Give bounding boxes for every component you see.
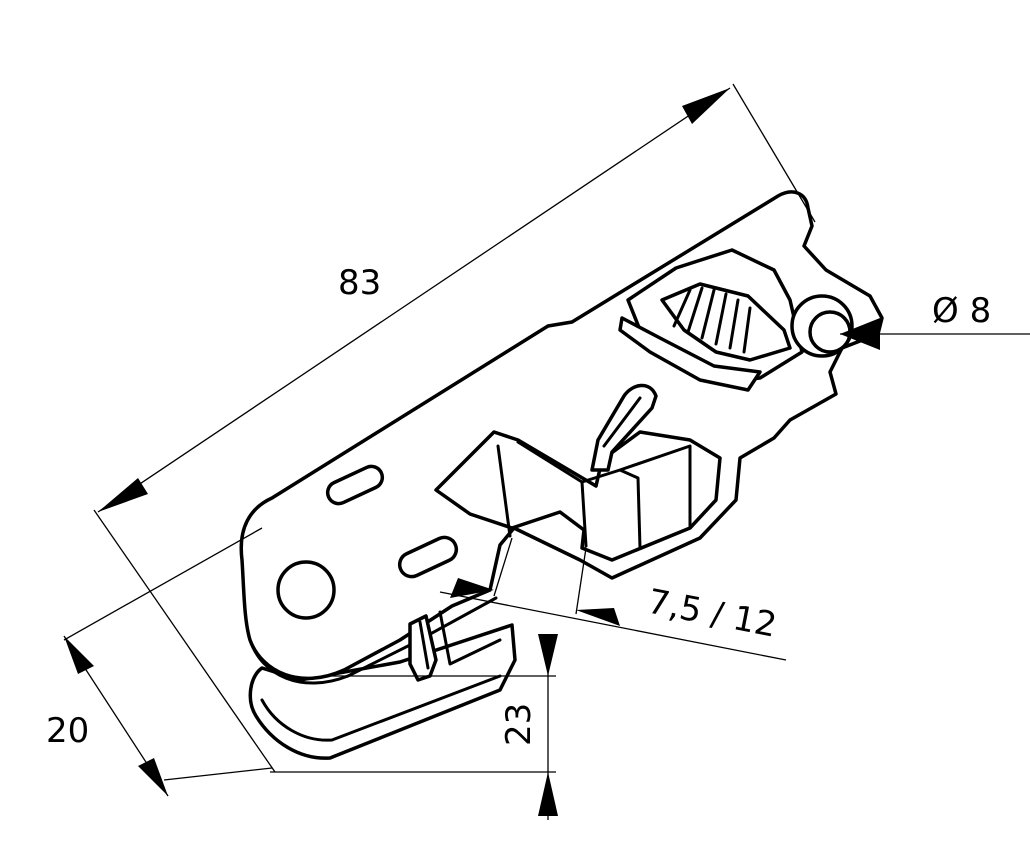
dimension-height: 23 <box>270 634 558 820</box>
arrow-length-start <box>98 478 148 512</box>
arrow-height-top <box>538 634 558 676</box>
arrow-adjust-right <box>576 608 620 626</box>
adjust-tab <box>590 383 658 472</box>
width-label: 20 <box>46 711 89 751</box>
hinge-knuckle-lines <box>418 610 502 670</box>
adjust-tab-line <box>602 396 642 448</box>
hinge-part <box>239 190 884 760</box>
slot-hole-upper <box>325 464 385 506</box>
cup-recess <box>434 430 722 562</box>
cam-slot <box>618 316 762 392</box>
cam-grip <box>660 282 792 362</box>
arrow-diameter <box>840 318 880 350</box>
slot-hole-lower <box>397 535 459 579</box>
arrow-length-end <box>682 88 730 124</box>
hole-diameter-label: Ø 8 <box>932 291 991 331</box>
screw-hole <box>276 560 336 620</box>
dimension-hole-diameter: Ø 8 <box>840 291 1030 350</box>
arrow-height-bottom <box>538 772 558 816</box>
dimension-width: 20 <box>46 527 273 797</box>
arrow-width-start <box>64 636 94 674</box>
pivot-hole-inner <box>808 310 852 354</box>
arrow-width-end <box>138 758 168 796</box>
height-label: 23 <box>499 703 539 746</box>
cam-grip-ridges <box>672 286 752 354</box>
length-label: 83 <box>338 263 381 303</box>
cup-recess-inner <box>496 440 692 550</box>
arrow-adjust-left <box>450 578 494 598</box>
base-plate-rim <box>260 674 502 742</box>
dimension-length: 83 <box>93 83 816 773</box>
